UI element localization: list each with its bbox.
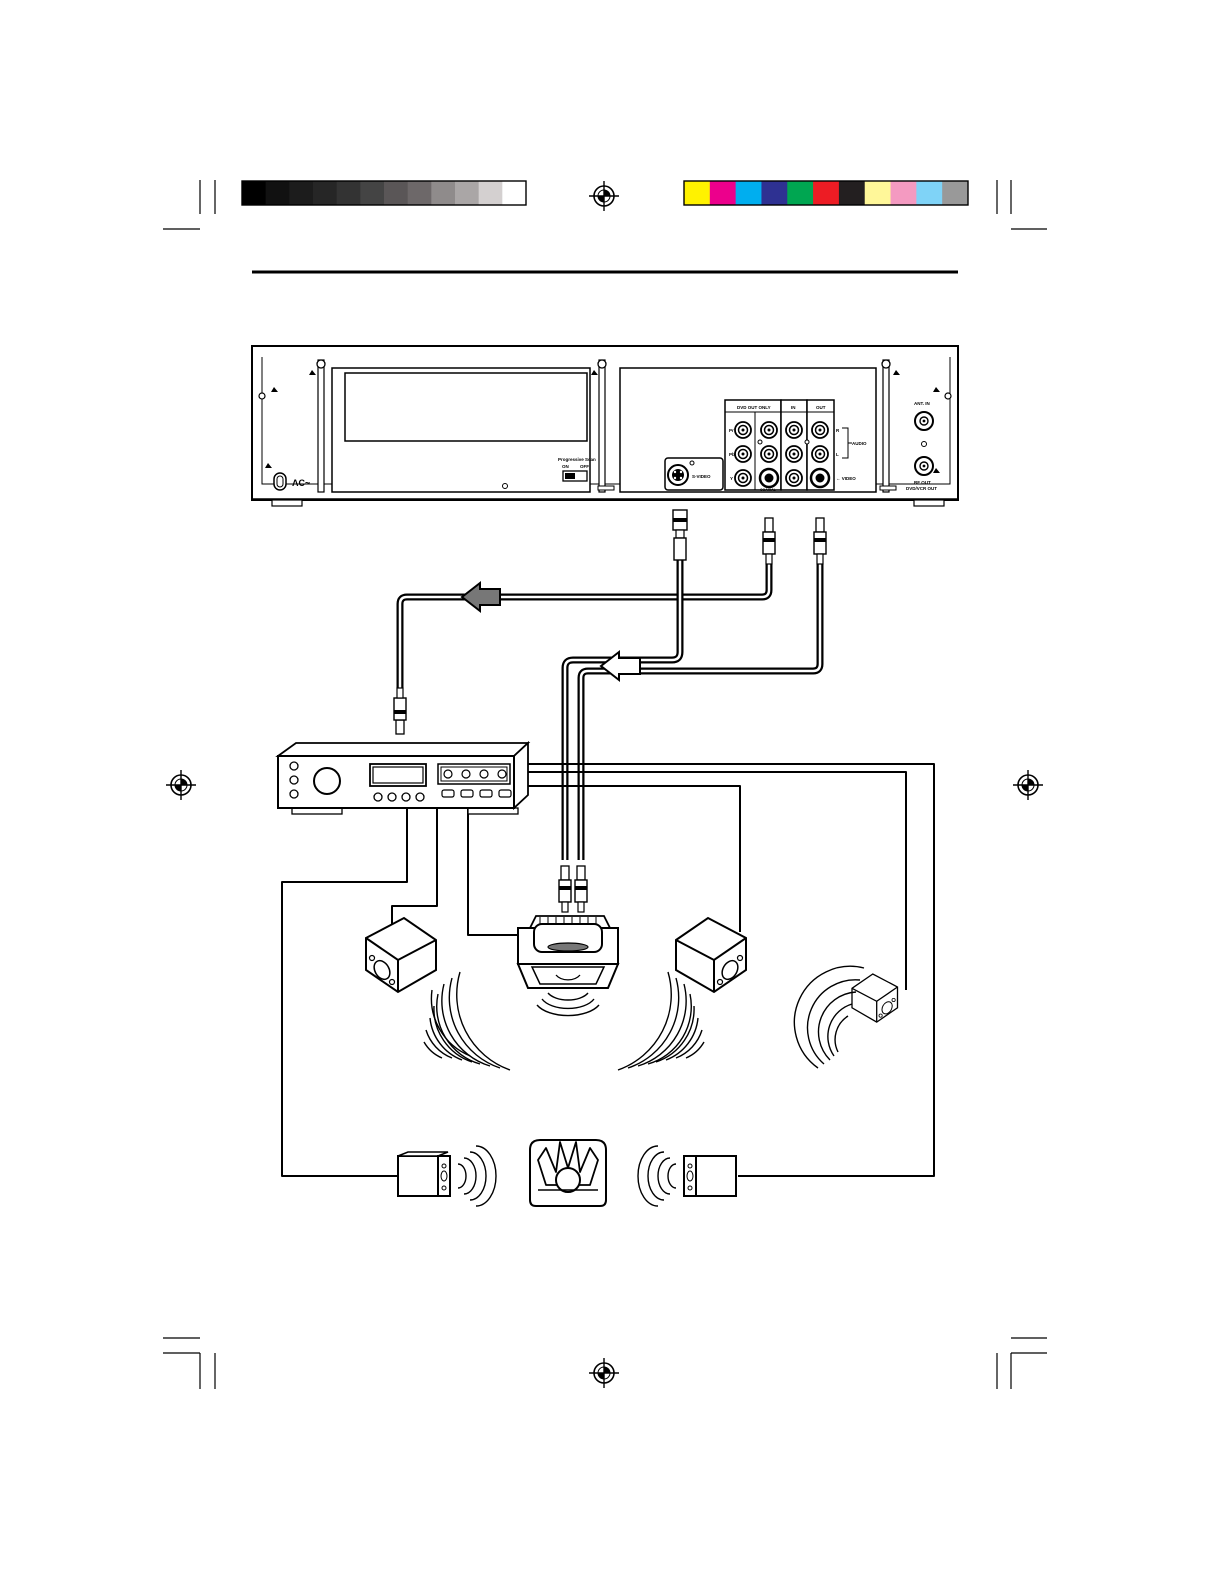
video-label: ← VIDEO — [836, 476, 856, 481]
television — [518, 916, 618, 1016]
volume-knob[interactable] — [314, 768, 340, 794]
process-color-swatch — [813, 181, 839, 205]
pb-jack[interactable] — [735, 446, 751, 462]
grayscale-swatch — [502, 181, 526, 205]
process-color-swatch — [891, 181, 917, 205]
grayscale-swatch — [384, 181, 408, 205]
out-audio-l-jack[interactable] — [812, 446, 828, 462]
dvd-vcr-out-label: DVD/VCR OUT — [906, 486, 937, 491]
out-audio-r-jack[interactable] — [812, 422, 828, 438]
registration-mark-bottom — [589, 1358, 619, 1388]
out-label: OUT — [816, 405, 826, 410]
grayscale-color-bar — [242, 181, 527, 205]
process-color-bar — [684, 181, 969, 205]
dvd-audio-l-jack[interactable] — [761, 446, 777, 462]
cables — [282, 560, 934, 1176]
l-label: L — [836, 452, 839, 457]
grayscale-swatch — [431, 181, 455, 205]
progressive-on-label: ON — [562, 464, 569, 469]
y-jack[interactable] — [735, 470, 751, 486]
process-color-swatch — [710, 181, 736, 205]
process-color-swatch — [865, 181, 891, 205]
subwoofer-speaker — [852, 974, 898, 1022]
grayscale-swatch — [479, 181, 503, 205]
rf-out-label: RF OUT — [914, 480, 931, 485]
plugs — [394, 510, 826, 912]
grayscale-swatch — [455, 181, 479, 205]
rear-right-speaker — [684, 1156, 736, 1196]
ant-in-label: ANT. IN — [914, 401, 930, 406]
coaxial-label: COAXIAL — [760, 488, 777, 492]
process-color-swatch — [787, 181, 813, 205]
in-video-jack[interactable] — [786, 470, 802, 486]
registration-mark-left — [166, 770, 196, 800]
video-flow-arrow — [601, 652, 640, 680]
dvd-vcr-rear-panel: Progressive Scan ON OFF AC~ S-VIDEO DVD … — [252, 346, 958, 506]
grayscale-swatch — [337, 181, 361, 205]
audio-label: AUDIO — [852, 441, 867, 446]
y-label: Y — [730, 476, 733, 481]
audio-flow-arrow — [462, 583, 500, 611]
grayscale-swatch — [266, 181, 290, 205]
listener-icon — [530, 1140, 606, 1206]
process-color-swatch — [942, 181, 968, 205]
dvd-out-only-label: DVD OUT ONLY — [737, 405, 771, 410]
dvd-audio-r-jack[interactable] — [761, 422, 777, 438]
grayscale-swatch — [289, 181, 313, 205]
in-audio-l-jack[interactable] — [786, 446, 802, 462]
grayscale-swatch — [242, 181, 266, 205]
pb-label: Pb — [729, 452, 735, 457]
pr-label: Pr — [729, 428, 734, 433]
grayscale-swatch — [360, 181, 384, 205]
process-color-swatch — [916, 181, 942, 205]
rear-left-speaker — [398, 1152, 450, 1196]
process-color-swatch — [736, 181, 762, 205]
front-left-speaker — [366, 918, 436, 992]
in-label: IN — [791, 405, 796, 410]
process-color-swatch — [839, 181, 865, 205]
in-audio-r-jack[interactable] — [786, 422, 802, 438]
s-video-label: S-VIDEO — [692, 474, 711, 479]
grayscale-swatch — [408, 181, 432, 205]
grayscale-swatch — [313, 181, 337, 205]
registration-mark-top — [589, 181, 619, 211]
registration-mark-right — [1013, 770, 1043, 800]
pr-jack[interactable] — [735, 422, 751, 438]
process-color-swatch — [761, 181, 787, 205]
progressive-off-label: OFF — [580, 464, 589, 469]
ac-label: AC~ — [292, 478, 310, 488]
process-color-swatch — [684, 181, 710, 205]
sound-waves — [421, 966, 864, 1206]
av-receiver — [278, 743, 528, 814]
front-right-speaker — [676, 918, 746, 992]
progressive-scan-label: Progressive Scan — [558, 457, 596, 462]
